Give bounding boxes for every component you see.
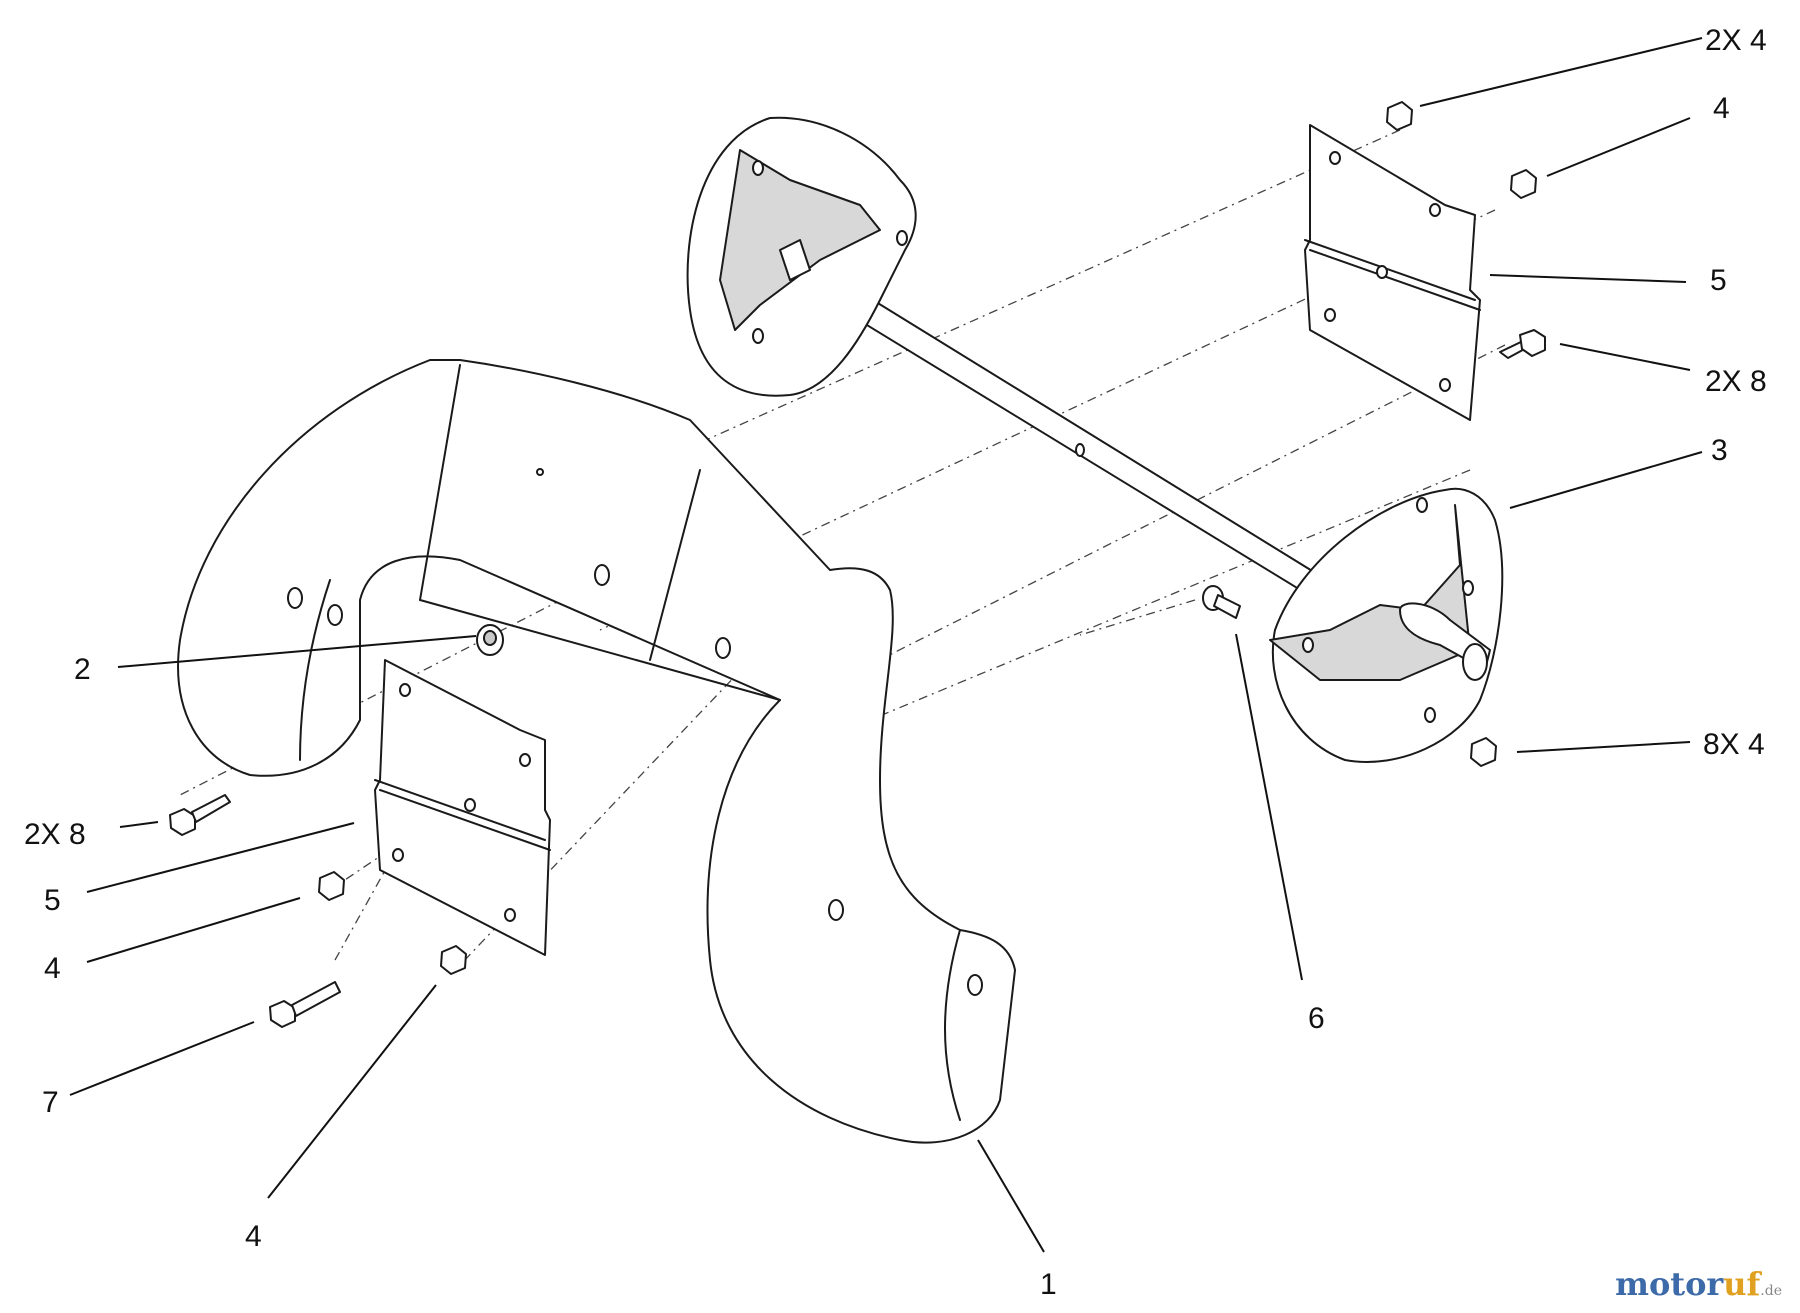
- scraper-blade-left: [374, 659, 551, 956]
- callout-5-right: 5: [1710, 264, 1727, 297]
- bolt-left: [169, 794, 231, 836]
- bushing: [476, 624, 504, 656]
- callout-2x4-top: 2X 4: [1705, 24, 1767, 57]
- carriage-bolt: [269, 981, 341, 1028]
- upper-impeller-hub: [686, 116, 917, 397]
- watermark-brand-a: motor: [1615, 1265, 1724, 1303]
- nut-top-right-1: [1386, 101, 1413, 131]
- nut-right-lower: [1470, 737, 1497, 767]
- watermark-brand-b: uf: [1723, 1265, 1761, 1303]
- callout-5-left: 5: [44, 884, 61, 917]
- callout-4-bottom: 4: [245, 1220, 262, 1253]
- bolt-right: [1499, 329, 1546, 359]
- impeller-hub-part: [1269, 487, 1504, 763]
- callout-3: 3: [1711, 434, 1728, 467]
- callout-6: 6: [1308, 1002, 1325, 1035]
- nut-left-lower: [440, 945, 467, 975]
- callout-4-left: 4: [44, 952, 61, 985]
- watermark-logo: motoruf.de: [1615, 1265, 1782, 1303]
- nut-left-middle: [318, 871, 345, 901]
- callout-2x8-right: 2X 8: [1705, 365, 1767, 398]
- callout-labels: 2X 4 4 5 2X 8 3 8X 4 6 1 2 2X 8 5 4 7 4: [24, 24, 1767, 1301]
- watermark-tld: .de: [1760, 1283, 1782, 1299]
- callout-2x8-left: 2X 8: [24, 818, 86, 851]
- callout-1: 1: [1040, 1268, 1057, 1301]
- callout-7: 7: [42, 1086, 59, 1119]
- hardware: [169, 101, 1546, 1028]
- nut-top-right-2: [1510, 169, 1537, 199]
- callout-4-top-right: 4: [1713, 92, 1730, 125]
- grease-fitting: [1202, 585, 1241, 619]
- scraper-blade-right: [1304, 124, 1481, 421]
- impeller-housing-part: [177, 359, 1016, 1144]
- callout-8x4: 8X 4: [1703, 728, 1765, 761]
- leader-lines: [69, 37, 1703, 1253]
- callout-2: 2: [74, 653, 91, 686]
